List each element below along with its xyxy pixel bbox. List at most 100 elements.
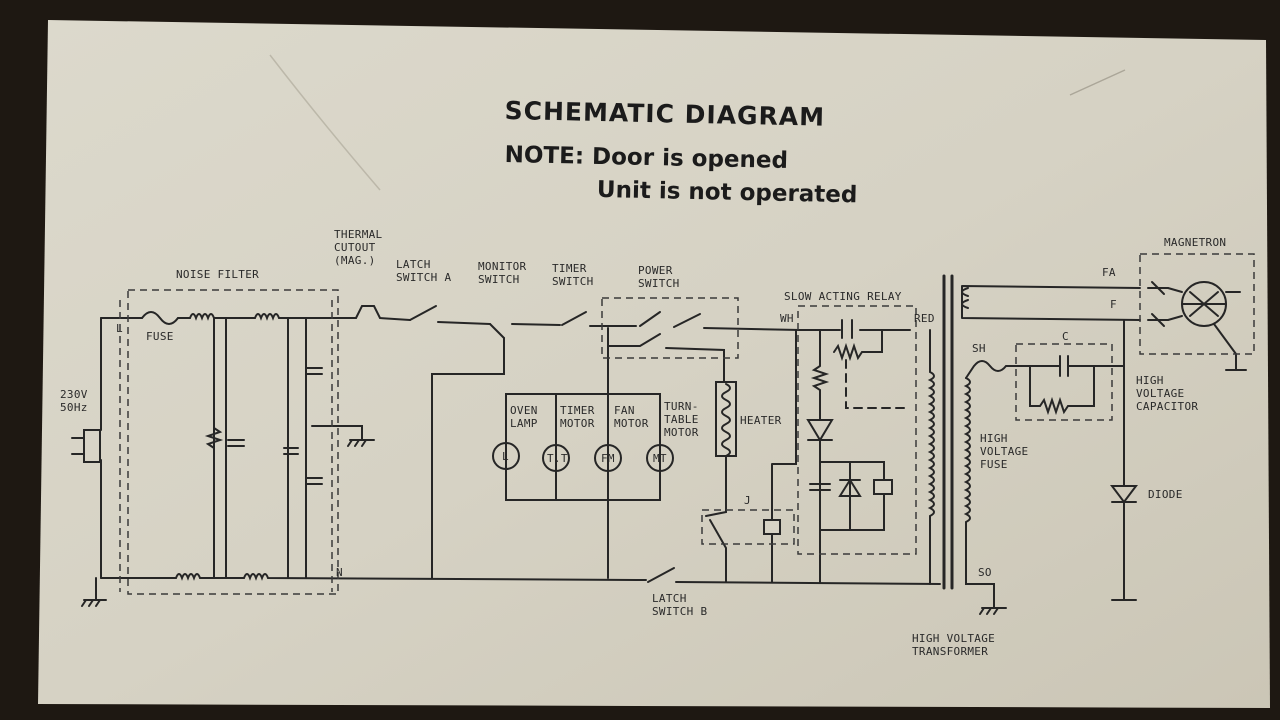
- label-power-switch: POWER SWITCH: [638, 264, 680, 290]
- label-thermal-cutout: THERMAL CUTOUT (MAG.): [334, 228, 383, 267]
- inductor-l1: [177, 313, 241, 321]
- power-switch-box: [601, 297, 739, 359]
- label-heater: HEATER: [740, 414, 782, 427]
- transformer-secondary: [963, 377, 971, 561]
- monitor-switch-symbol: [489, 323, 505, 339]
- relay-zener: [838, 461, 862, 531]
- label-red: RED: [914, 312, 935, 325]
- latch-j-box: [701, 509, 795, 545]
- transformer-primary: [927, 329, 935, 585]
- label-j: J: [744, 494, 751, 507]
- relay-coil-box: [873, 479, 893, 495]
- label-timer-motor: TIMER MOTOR: [560, 404, 595, 430]
- label-wh: WH: [780, 312, 794, 325]
- label-terminal-n: N: [336, 566, 343, 579]
- main-wire-l3: [437, 321, 491, 325]
- power-switch-lower: [607, 333, 725, 383]
- noise-filter-inner: [119, 300, 333, 592]
- ground-symbol-so: [979, 607, 1007, 615]
- timer-motor-circle: [542, 444, 570, 472]
- label-fuse: FUSE: [146, 330, 174, 343]
- paper-crease: [1069, 69, 1126, 96]
- label-sh: SH: [972, 342, 986, 355]
- label-high-voltage-fuse: HIGH VOLTAGE FUSE: [980, 432, 1029, 471]
- label-fan-motor: FAN MOTOR: [614, 404, 649, 430]
- magnetron-inner: [1181, 291, 1227, 317]
- inductor-l2: [239, 313, 333, 321]
- thermal-cutout-symbol: [355, 305, 411, 321]
- filter-capacitor-3: [305, 367, 323, 375]
- ground-symbol-left: [81, 599, 107, 607]
- monitor-switch-wire: [431, 337, 505, 579]
- bleeder-resistor: [1029, 365, 1095, 416]
- label-latch-switch-b: LATCH SWITCH B: [652, 592, 708, 618]
- label-noise-filter: NOISE FILTER: [176, 268, 260, 281]
- filter-capacitor-2: [283, 447, 299, 455]
- relay-resistor: [833, 329, 883, 362]
- fuse-symbol: [141, 311, 179, 325]
- hv-capacitor: [1021, 355, 1125, 377]
- note-prefix: NOTE:: [504, 141, 585, 170]
- filter-capacitor: [227, 439, 245, 447]
- label-magnetron: MAGNETRON: [1164, 236, 1227, 249]
- label-oven-lamp-sym: L: [502, 450, 509, 463]
- label-fa: FA: [1102, 266, 1116, 279]
- label-turntable-motor-sym: MT: [653, 452, 667, 465]
- label-slow-acting-relay: SLOW ACTING RELAY: [784, 290, 902, 303]
- relay-coil-j: [771, 329, 797, 521]
- ground-symbol-filter: [347, 439, 375, 447]
- turntable-motor-circle: [646, 444, 674, 472]
- paper-card: [38, 20, 1270, 708]
- magnetron-box: [1139, 253, 1255, 355]
- heater-coil: [721, 383, 731, 457]
- label-timer-motor-sym: T.T: [547, 452, 568, 465]
- magnetron-wire: [1167, 287, 1241, 371]
- relay-contact: [815, 319, 911, 339]
- latch-switch-b-symbol: [647, 567, 675, 583]
- ground-wire-filter: [311, 425, 363, 441]
- note-line-1: Door is opened: [591, 143, 789, 174]
- label-high-voltage-capacitor: HIGH VOLTAGE CAPACITOR: [1136, 374, 1199, 413]
- label-latch-switch-a: LATCH SWITCH A: [396, 258, 452, 284]
- noise-filter-box: [127, 289, 339, 595]
- diagram-note: NOTE: Door is opened Unit is not operate…: [504, 139, 859, 212]
- secondary-wire: [965, 360, 1023, 379]
- label-fan-motor-sym: FM: [601, 452, 615, 465]
- relay-capacitor: [809, 483, 831, 491]
- label-f: F: [1110, 298, 1117, 311]
- filament-wire: [961, 285, 1141, 321]
- label-monitor-switch: MONITOR SWITCH: [478, 260, 527, 286]
- slow-acting-relay-box: [797, 305, 917, 555]
- transformer-core: [942, 274, 954, 590]
- power-plug: [71, 429, 101, 463]
- main-wire-l4: [511, 323, 561, 326]
- latch-switch-a-symbol: [409, 305, 437, 321]
- relay-wire: [810, 329, 830, 421]
- label-turntable-motor: TURN- TABLE MOTOR: [664, 400, 699, 439]
- main-wire-n2: [675, 581, 941, 585]
- label-terminal-l: L: [116, 322, 123, 335]
- fan-motor-circle: [594, 444, 622, 472]
- label-power-supply: 230V 50Hz: [60, 388, 88, 414]
- loads-dividers: [555, 393, 609, 501]
- label-oven-lamp: OVEN LAMP: [510, 404, 538, 430]
- label-high-voltage-transformer: HIGH VOLTAGE TRANSFORMER: [912, 632, 996, 658]
- magnetron-terminal: [1147, 281, 1169, 327]
- so-wire: [965, 559, 995, 609]
- label-so: SO: [978, 566, 992, 579]
- label-diode: DIODE: [1148, 488, 1183, 501]
- relay-dashed-link: [845, 359, 909, 409]
- power-switch-symbol: [639, 311, 701, 328]
- heater-wire: [705, 455, 727, 583]
- main-wire-n: [100, 573, 647, 581]
- capacitor-box: [1015, 343, 1113, 421]
- paper-crease: [269, 54, 381, 191]
- filter-capacitor-4: [305, 477, 323, 485]
- relay-j-box: [763, 519, 781, 535]
- timer-switch-symbol: [561, 311, 587, 326]
- label-timer-switch: TIMER SWITCH: [552, 262, 594, 288]
- oven-lamp-circle: [492, 442, 520, 470]
- filter-resistor: [204, 427, 224, 449]
